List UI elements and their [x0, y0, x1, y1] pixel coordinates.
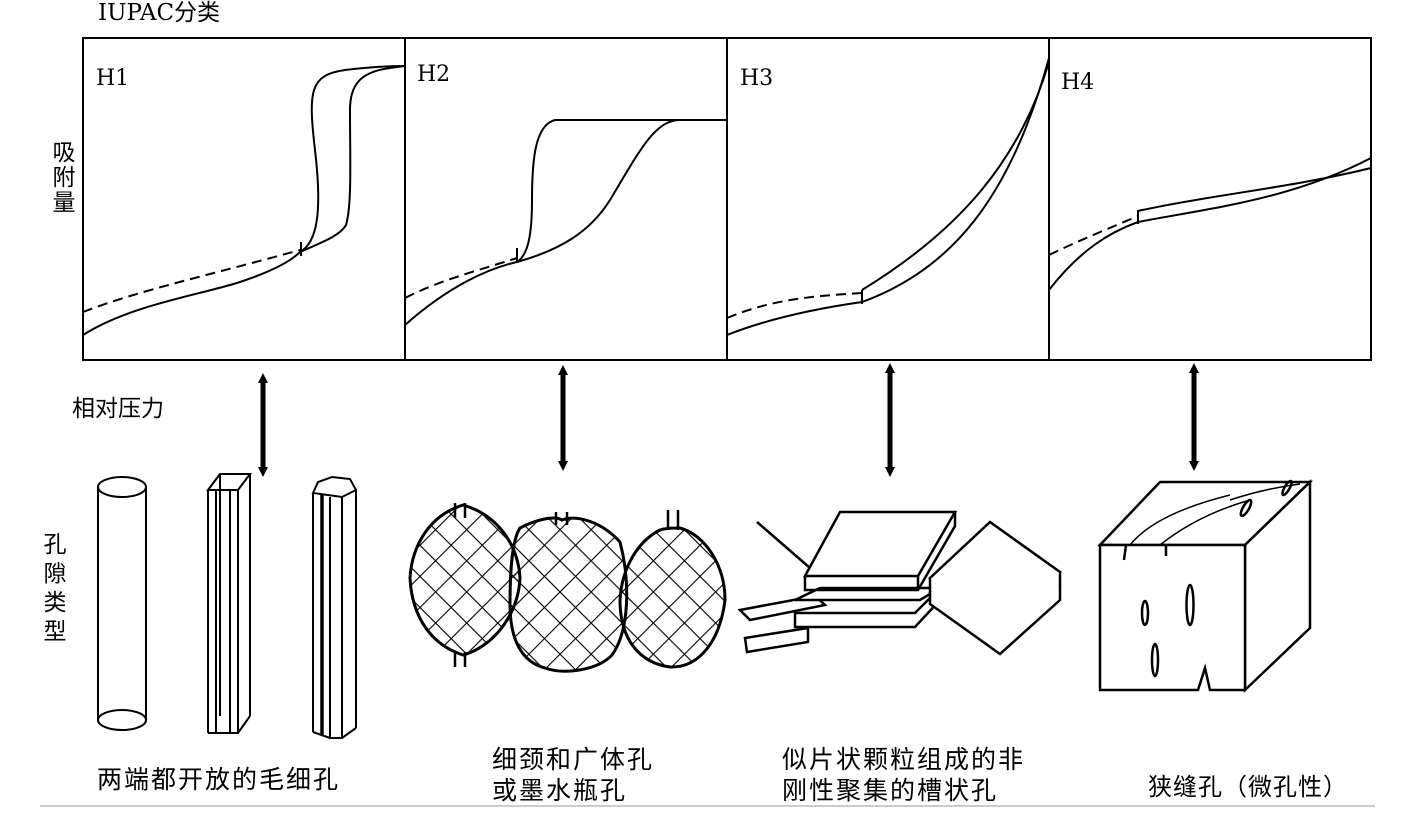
panel-h3-frame: [726, 37, 1050, 361]
link-arrows: [258, 363, 1199, 477]
caption-h2-line2: 或墨水瓶孔: [492, 776, 628, 805]
panel-label-h4: H4: [1061, 70, 1095, 95]
h1-isotherm: [82, 65, 406, 336]
caption-h3-line1: 似片状颗粒组成的非: [782, 745, 1026, 774]
h3-isotherm: [726, 57, 1050, 336]
pore-type-label: 孔隙类型: [39, 532, 65, 648]
caption-h4: 狭缝孔（微孔性）: [1148, 773, 1348, 801]
h4-pore-drawings: [1097, 479, 1314, 693]
panel-label-h1: H1: [96, 66, 130, 91]
x-axis-label: 相对压力: [72, 396, 164, 422]
h2-isotherm: [404, 119, 727, 326]
ink-bottle-pore-3: [618, 526, 727, 669]
caption-h3-line2: 刚性聚集的槽状孔: [782, 776, 999, 805]
diagram-title: IUPAC分类: [98, 0, 221, 26]
hex-prism-pore: [311, 475, 358, 739]
panel-label-h2: H2: [417, 62, 451, 87]
h1-pore-drawings: [97, 473, 358, 739]
panel-label-h3: H3: [740, 66, 774, 91]
caption-h2-line1: 细颈和广体孔: [492, 745, 655, 774]
ink-bottle-pore-1: [408, 503, 522, 657]
h2-pore-drawings: [408, 503, 727, 673]
h4-isotherm: [1048, 157, 1372, 291]
cylinder-pore: [97, 476, 147, 731]
h3-pore-drawings: [737, 510, 1062, 656]
panel-h4-frame: [1048, 37, 1372, 361]
y-axis-label: 吸附量: [48, 140, 74, 215]
ink-bottle-pore-2: [508, 516, 629, 673]
panel-h2-frame: [404, 37, 728, 361]
caption-h1: 两端都开放的毛细孔: [97, 765, 341, 794]
prism-pore: [206, 473, 252, 734]
